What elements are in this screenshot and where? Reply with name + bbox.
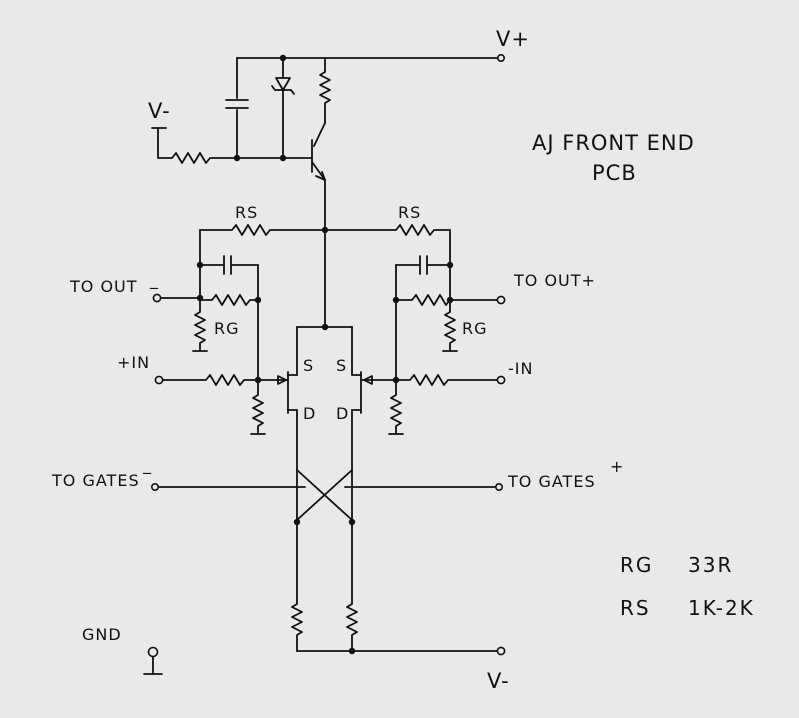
d-left-label: D <box>303 404 316 423</box>
rs-right-label: RS <box>398 203 421 222</box>
to-gates-minus-terminal <box>151 482 160 491</box>
right-output-network <box>392 255 506 381</box>
left-output-network <box>152 255 262 381</box>
to-gates-plus-label: TO GATES <box>507 472 596 491</box>
minus-in-label: -IN <box>508 359 533 378</box>
vminus-bottom-terminal <box>496 646 506 656</box>
legend-rg-value: 33R <box>688 553 733 577</box>
top-current-source <box>151 53 505 328</box>
plus-in-terminal <box>154 375 164 385</box>
to-out-minus-terminal <box>152 293 162 303</box>
to-out-minus-sign: _ <box>149 270 159 290</box>
legend-rg-name: RG <box>620 553 653 577</box>
rg-right-label: RG <box>462 319 488 338</box>
rg-left-label: RG <box>214 319 240 338</box>
to-out-plus-terminal <box>496 295 506 305</box>
gnd-label: GND <box>82 625 122 644</box>
to-gates-plus-sign: + <box>610 457 624 476</box>
to-out-plus-label: TO OUT+ <box>513 271 596 290</box>
title-line1: AJ FRONT END <box>532 131 695 155</box>
ground-symbol <box>143 646 163 675</box>
title-line2: PCB <box>592 161 637 185</box>
left-input <box>154 374 289 435</box>
s-right-label: S <box>336 356 347 375</box>
d-right-label: D <box>336 404 349 423</box>
labels: V+ V- AJ FRONT END PCB RS RS TO OUT _ TO… <box>51 27 755 693</box>
vminus-bottom-label: V- <box>487 669 510 693</box>
to-gates-minus-sign: _ <box>142 455 152 475</box>
legend-rs-name: RS <box>620 596 651 620</box>
jfet-pair <box>287 323 362 521</box>
to-gates-minus-label: TO GATES <box>51 471 140 490</box>
minus-in-terminal <box>496 375 506 385</box>
to-gates-plus-terminal <box>494 482 503 491</box>
gate-lines <box>151 469 503 521</box>
drain-loads <box>291 518 506 656</box>
vplus-terminal <box>496 53 505 62</box>
vplus-label: V+ <box>496 27 530 51</box>
to-out-minus-label: TO OUT <box>69 277 138 296</box>
s-left-label: S <box>303 356 314 375</box>
right-input <box>360 374 506 435</box>
legend-rs-value: 1K-2K <box>688 596 755 620</box>
plus-in-label: +IN <box>117 353 150 372</box>
vminus-top-label: V- <box>148 99 171 123</box>
rs-left-label: RS <box>235 203 258 222</box>
